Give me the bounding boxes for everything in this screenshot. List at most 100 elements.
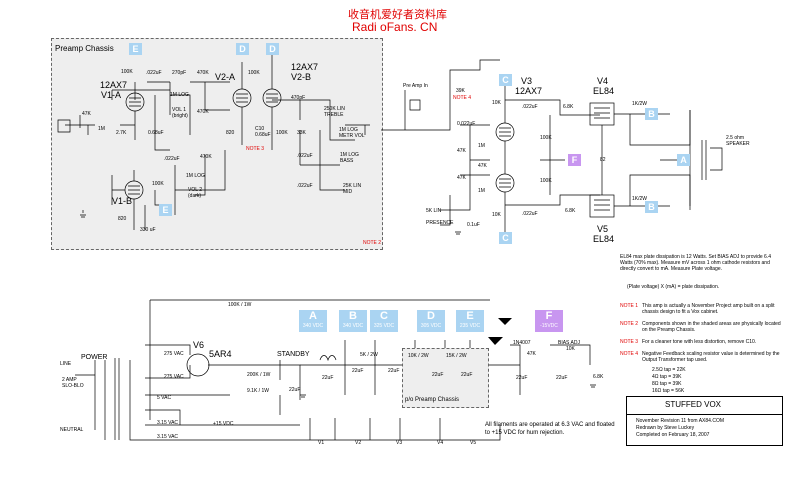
standby-label: STANDBY [277,351,310,358]
preamp-rail-e-badge: E [129,43,142,55]
rail-d-badge: D 305 VDC [417,310,445,332]
heater-v2: V2 [355,440,362,446]
pa-rail-c2-badge: C [499,232,512,244]
part-r470k-2: 470K [197,109,209,115]
part-r470k-3: 470K [200,154,212,160]
note2-tag: NOTE 2 [363,240,382,246]
rail-e-badge: E 235 VDC [456,310,484,332]
title-block-line1: November Revision 11 from AX84.COM [636,418,724,424]
power-line-label: LINE [60,361,72,367]
pa-rail-f-badge: F [568,154,581,166]
preamp-rail-d-badge: D [236,43,249,55]
part-r1k5w-1: 1K/2W [632,101,648,107]
choke-r10k: 10K / 2W [408,353,429,359]
v5-tube-name: V5 [597,224,609,234]
pre-amp-in-label: Pre Amp In [403,83,428,89]
speaker-label: 2.5 ohm SPEAKER [726,135,750,147]
part-c470p: 470pF [291,95,306,101]
part-r68k-1: 6.8K [563,104,574,110]
rail-e-voltage: 235 VDC [459,323,481,329]
bias-adj-label: BIAS ADJ [558,340,580,346]
v6-tube-name: V6 [193,340,205,350]
note-el84-dissipation: EL84 max plate dissipation is 12 Watts. … [620,254,772,272]
v1b-tube-name: V1-B [112,196,133,206]
rail-a-badge: A 340 VDC [299,310,327,332]
v2b-tube-name: V2-B [291,72,312,82]
title-block-line3: Completed on February 18, 2007 [636,432,710,438]
part-r100k-4: 100K [152,181,164,187]
watermark-subtitle: Radi oFans. CN [352,20,438,34]
bias-r68k-label: 6.8K [593,374,604,380]
part-r82: 82 [600,157,606,163]
v2a-tube-name: V2-A [215,72,236,82]
preamp-rail-e2-badge: E [159,204,172,216]
rail-f-letter: F [545,310,553,322]
v1a-tube-name: V1-A [101,90,122,100]
v3-tube-name: V3 [521,76,533,86]
preamp-chassis-area [51,38,383,250]
preamp-chassis-note: p/o Preamp Chassis [405,397,460,403]
choke-r5k: 5K / 2W [360,352,378,358]
part-c270p: 270pF [172,70,187,76]
vac315a-label: 3.15 VAC [157,420,179,426]
part-c0022: 0.022uF [457,121,476,127]
c22-label: 22uF [289,387,301,393]
part-r1m-a: 1M [478,143,485,149]
note4-notes-tag: NOTE 4 [620,351,639,357]
filament-note: All filaments are operated at 6.3 VAC an… [485,422,615,436]
tap-8: 8Ω tap = 39K [652,381,682,387]
part-r100k-b: 100K [540,178,552,184]
vac275a-label: 275 VAC [164,351,184,357]
rail-b-letter: B [349,310,357,322]
tap-16: 16Ω tap = 56K [652,388,685,394]
pa-rail-c-badge: C [499,74,512,86]
v3-tube-type: 12AX7 [515,86,543,96]
part-r470k-1: 470K [197,70,209,76]
vac275b-label: 275 VAC [164,374,184,380]
rail-f-badge: F -15VDC [535,310,563,332]
part-r47k-b: 47K [457,175,466,181]
rail-f-voltage: -15VDC [540,323,558,329]
title-block-line2: Redrawn by Steve Luckey [636,425,695,431]
part-r10k: 10K [492,100,501,106]
r200k-label: 200K / 1W [247,372,271,378]
part-c068: 0.68uF [148,130,164,136]
note2-notes-tag: NOTE 2 [620,321,639,327]
v1a-tube-type: 12AX7 [100,80,128,90]
note1-text: This amp is actually a November Project … [642,303,775,315]
part-r1mlog-2: 1M LOG [186,173,205,179]
rail-b-badge: B 340 VDC [339,310,367,332]
part-r10k-b: 10K [492,212,501,218]
v2b-tube-type: 12AX7 [291,62,319,72]
vac5-label: 5 VAC [157,395,172,401]
part-vol2: VOL 2 (dark) [188,187,202,199]
part-r47k-a: 47K [457,148,466,154]
part-r820b: 820 [118,216,127,222]
part-r39k: 39K [456,88,465,94]
part-r68k-2: 6.8K [565,208,576,214]
part-c10: C10 0.68uF [255,126,271,138]
title-block-body [626,414,783,446]
part-c022-b: .022uF [522,211,538,217]
rail-c-voltage: 325 VDC [373,323,395,329]
part-presence: 5K LIN PRESENCE [426,208,454,226]
part-c022-3: .022uF [164,156,180,162]
heater-v5: V5 [470,440,477,446]
note1-tag: NOTE 1 [620,303,639,309]
tap-4: 4Ω tap = 39K [652,374,682,380]
r100k1w-label: 100K / 1W [228,302,252,308]
choke-c22e: 22uF [461,372,473,378]
vdc15-label: +15 VDC [213,421,234,427]
preamp-rail-d2-badge: D [266,43,279,55]
part-metr-vol: 1M LOG METR VOL [339,127,365,139]
heater-v4: V4 [437,440,444,446]
v5-tube-type: EL84 [593,234,615,244]
bias-pot-label: 10K [566,346,575,352]
choke-c22c: 22uF [388,368,400,374]
part-vol1: VOL 1 (bright) [172,107,188,119]
tap-2p5: 2.5Ω tap = 22K [652,367,686,373]
power-title: POWER [81,354,108,361]
part-r1k5w-2: 1K/2W [632,196,648,202]
watermark-title: 收音机爱好者资料库 [348,9,447,21]
